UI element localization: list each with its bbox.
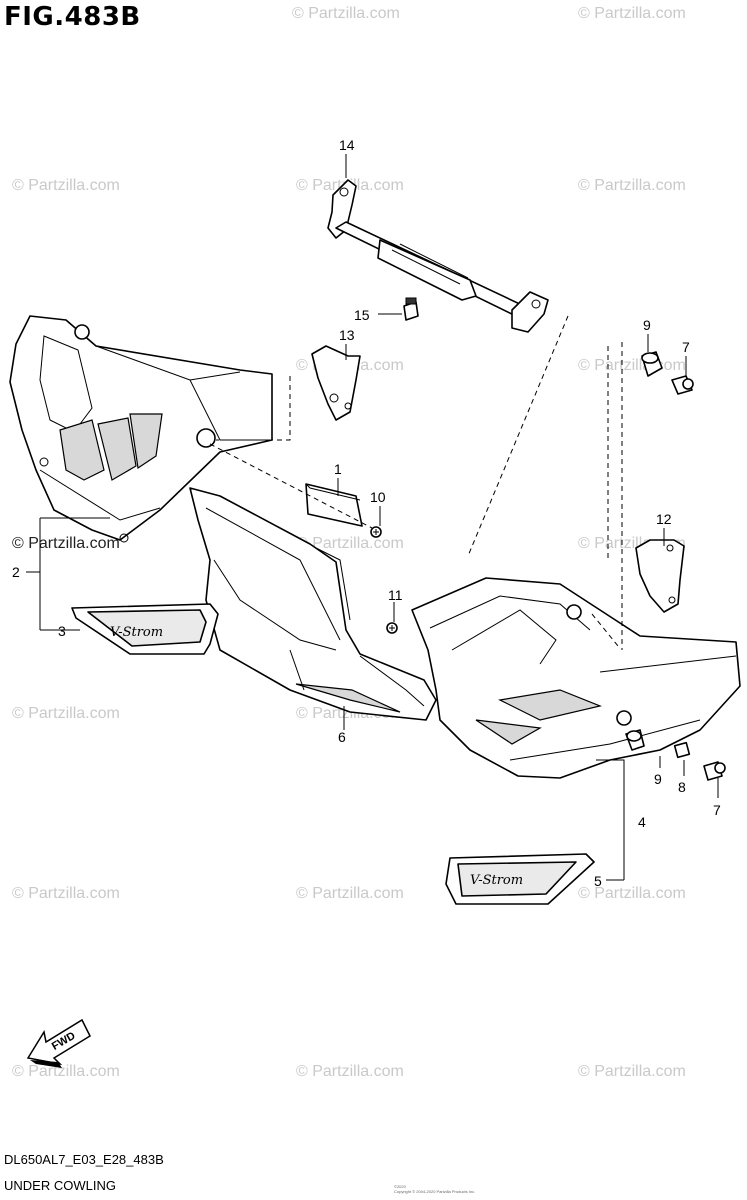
watermark: © Partzilla.com [292, 5, 400, 22]
part-label-11: 11 [388, 587, 403, 603]
emblem-text: V-Strom [470, 873, 523, 888]
part-7-bolt [703, 761, 726, 781]
watermark: © Partzilla.com [578, 357, 686, 374]
diagram-caption: UNDER COWLING [4, 1178, 116, 1193]
part-labels: 14 15 13 9 7 1 10 12 2 11 3 6 9 8 7 4 5 [12, 137, 721, 889]
part-8-collar [673, 741, 691, 759]
part-label-13: 13 [339, 327, 355, 343]
part-label-8: 8 [678, 779, 686, 795]
part-label-7: 7 [713, 802, 721, 818]
part-label-9: 9 [654, 771, 662, 787]
watermark: © Partzilla.com [12, 705, 120, 722]
copyright-line: Copyright © 2004-2020 Partzilla Products… [394, 1189, 476, 1194]
part-9-grommet [641, 351, 663, 377]
part-4-right-cowl [411, 577, 741, 779]
part-label-1: 1 [334, 461, 342, 477]
part-label-4: 4 [638, 814, 646, 830]
fwd-arrow: FWD [26, 1018, 91, 1068]
part-6-center-cowl [189, 487, 437, 721]
part-label-15: 15 [354, 307, 370, 323]
diagram-code: DL650AL7_E03_E28_483B [4, 1152, 164, 1167]
part-label-6: 6 [338, 729, 346, 745]
part-label-7: 7 [682, 339, 690, 355]
reference-lines [209, 315, 623, 650]
part-9-grommet [625, 729, 645, 751]
copyright-line: ©2020 [394, 1184, 406, 1189]
part-label-14: 12 [656, 511, 672, 527]
watermark: © Partzilla.com [578, 1063, 686, 1080]
watermark: © Partzilla.com [12, 1063, 120, 1080]
watermark: © Partzilla.com [296, 535, 404, 552]
part-1-pad [305, 483, 363, 527]
part-label-10: 10 [370, 489, 386, 505]
part-3-emblem: V-Strom [71, 603, 219, 655]
part-5-emblem: V-Strom [445, 853, 595, 905]
part-13-bracket [311, 345, 361, 421]
watermark: © Partzilla.com [578, 177, 686, 194]
copyright-note: ©2020 Copyright © 2004-2020 Partzilla Pr… [394, 1184, 475, 1194]
leader-lines [26, 154, 719, 881]
part-15-bolt [403, 297, 419, 321]
part-label-2: 2 [12, 564, 20, 580]
watermark: © Partzilla.com [578, 5, 686, 22]
watermark: © Partzilla.com [12, 177, 120, 194]
watermark-layer: © Partzilla.com © Partzilla.com © Partzi… [12, 5, 686, 1080]
part-12-brace [327, 179, 549, 333]
watermark: © Partzilla.com [12, 535, 120, 552]
part-10-screw [370, 526, 382, 538]
part-label-9: 9 [643, 317, 651, 333]
watermark: © Partzilla.com [296, 1063, 404, 1080]
part-label-3: 3 [58, 623, 66, 639]
emblem-text: V-Strom [110, 625, 163, 640]
part-11-screw [386, 622, 398, 634]
part-label-12: 14 [339, 137, 355, 153]
part-label-5: 5 [594, 873, 602, 889]
part-14-bracket [635, 539, 685, 613]
figure-title: FIG.483B [4, 2, 141, 32]
left-cowl [9, 315, 273, 543]
watermark: © Partzilla.com [578, 885, 686, 902]
watermark: © Partzilla.com [296, 885, 404, 902]
part-7-bolt [671, 375, 694, 395]
watermark: © Partzilla.com [12, 885, 120, 902]
